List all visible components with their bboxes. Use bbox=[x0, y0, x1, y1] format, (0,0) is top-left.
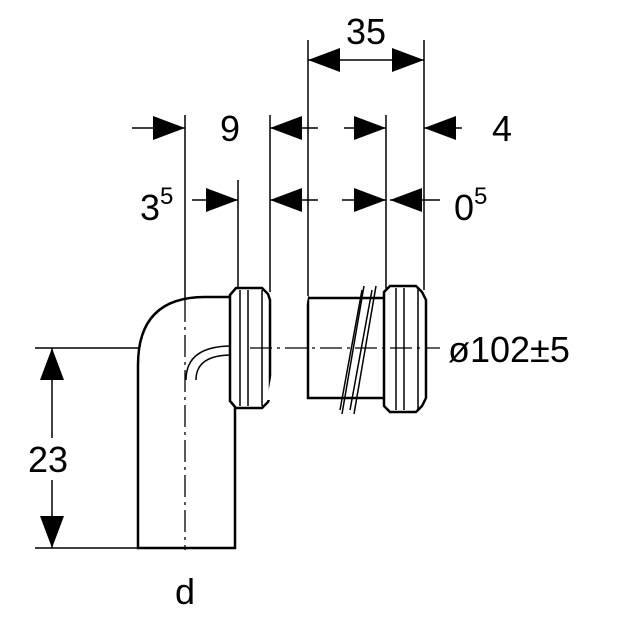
pipe-connector bbox=[266, 284, 428, 415]
dim-label-35: 35 bbox=[346, 11, 386, 52]
arrow-head bbox=[40, 348, 64, 380]
label-background bbox=[20, 438, 82, 480]
label-d: d bbox=[175, 571, 195, 612]
dim-label-diameter: ø102±5 bbox=[448, 329, 570, 370]
dim-label-3-5: 35 bbox=[140, 183, 173, 228]
arrow-head bbox=[40, 516, 64, 548]
elbow-body bbox=[136, 295, 237, 550]
arrow-head bbox=[206, 188, 238, 212]
arrow-head bbox=[270, 188, 302, 212]
dim-label-0-5: 05 bbox=[454, 183, 487, 228]
elbow-bend bbox=[136, 286, 272, 550]
elbow-inner-arc bbox=[185, 345, 233, 381]
arrow-head bbox=[270, 116, 302, 140]
dimension-9: 9 bbox=[132, 108, 318, 149]
elbow-inner-arc-2 bbox=[195, 354, 233, 381]
arrow-head bbox=[390, 188, 422, 212]
extension-lines bbox=[35, 40, 425, 549]
dimension-23: 23 bbox=[20, 348, 82, 548]
dim-label-0-5-base: 0 bbox=[454, 187, 474, 228]
dim-label-23: 23 bbox=[28, 439, 68, 480]
break-mark bbox=[339, 289, 363, 411]
dim-label-9: 9 bbox=[220, 108, 240, 149]
dim-label-0-5-sup: 5 bbox=[474, 183, 487, 210]
dimension-0-5: 05 bbox=[342, 183, 487, 228]
arrow-head bbox=[392, 48, 424, 72]
pipe-collar bbox=[382, 284, 428, 414]
arrow-head bbox=[153, 116, 185, 140]
dim-label-3-5-base: 3 bbox=[140, 187, 160, 228]
arrow-head bbox=[424, 116, 456, 140]
dimension-3-5: 35 bbox=[140, 183, 318, 228]
break-line bbox=[341, 285, 365, 415]
arrow-head bbox=[354, 188, 386, 212]
arrow-head bbox=[308, 48, 340, 72]
dim-label-3-5-sup: 5 bbox=[160, 183, 173, 210]
break-line bbox=[353, 285, 377, 415]
center-lines bbox=[184, 300, 440, 550]
break-mark bbox=[349, 289, 373, 411]
dimension-35: 35 bbox=[308, 11, 424, 72]
dimension-4: 4 bbox=[344, 108, 512, 149]
dim-label-4: 4 bbox=[492, 108, 512, 149]
arrow-head bbox=[354, 116, 386, 140]
